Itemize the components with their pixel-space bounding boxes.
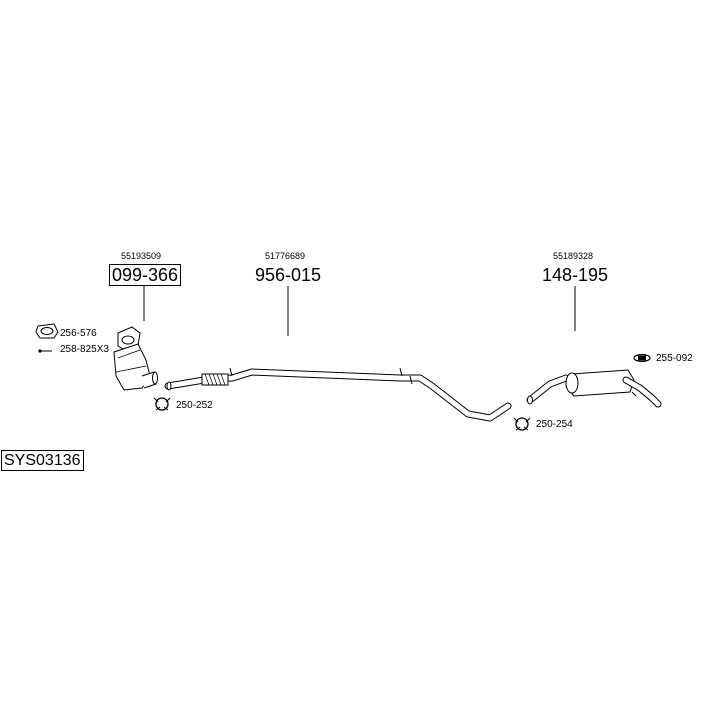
rubber-mount-icon[interactable] [633,353,651,363]
fitting-code-rubber-mount[interactable]: 255-092 [656,353,693,364]
fitting-code-bolt[interactable]: 258-825X3 [60,344,109,355]
fitting-code-gasket[interactable]: 256-576 [60,328,97,339]
rear-silencer-drawing[interactable] [526,369,662,408]
catalytic-converter-drawing[interactable] [113,326,158,391]
fitting-code-clamp[interactable]: 250-252 [176,400,213,411]
part-number-middle-pipe[interactable]: 956-015 [255,265,322,285]
system-code-label: SYS03136 [1,450,84,471]
clamp-icon[interactable] [153,397,171,411]
part-number-rear-silencer[interactable]: 148-195 [542,265,609,285]
bolt-icon[interactable] [38,349,52,353]
gasket-icon[interactable] [35,323,59,339]
fitting-code-clamp-rear[interactable]: 250-254 [536,419,573,430]
middle-pipe-drawing[interactable] [164,367,512,422]
oe-number-middle-pipe: 51776689 [265,251,306,261]
clamp-icon-rear[interactable] [513,417,531,431]
part-number-catalyst[interactable]: 099-366 [109,264,182,286]
oe-number-catalyst: 55193509 [121,251,162,261]
oe-number-rear-silencer: 55189328 [553,251,594,261]
